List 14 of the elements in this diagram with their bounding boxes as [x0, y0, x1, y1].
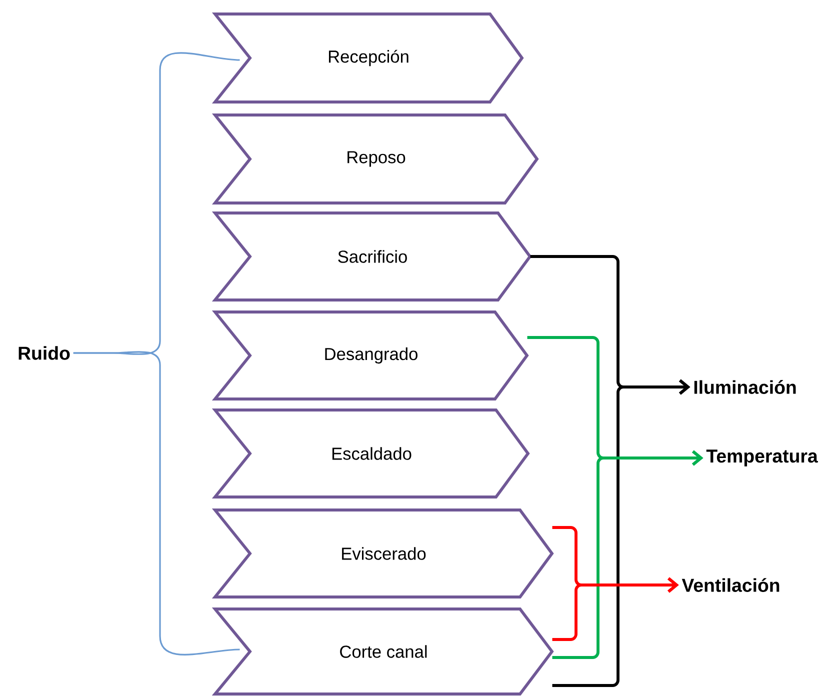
factor-label: Iluminación	[694, 380, 796, 394]
factor-label: Temperatura	[706, 450, 818, 466]
chevron-box: Escaldado	[212, 408, 530, 498]
bracket-arrow	[552, 450, 704, 659]
bracket-arrow	[552, 577, 679, 641]
chevron-box: Reposo	[212, 114, 539, 204]
chevron-box: Recepción	[212, 12, 524, 104]
chevron-box: Desangrado	[212, 310, 529, 400]
chevron-box: Eviscerado	[212, 508, 554, 598]
bracket-arrow	[552, 379, 690, 687]
factor-label: Ruido	[18, 346, 70, 360]
chevron-box: Corte canal	[212, 608, 554, 696]
factor-label: Ventilación	[682, 578, 780, 592]
chevron-box: Sacrificio	[212, 212, 532, 302]
